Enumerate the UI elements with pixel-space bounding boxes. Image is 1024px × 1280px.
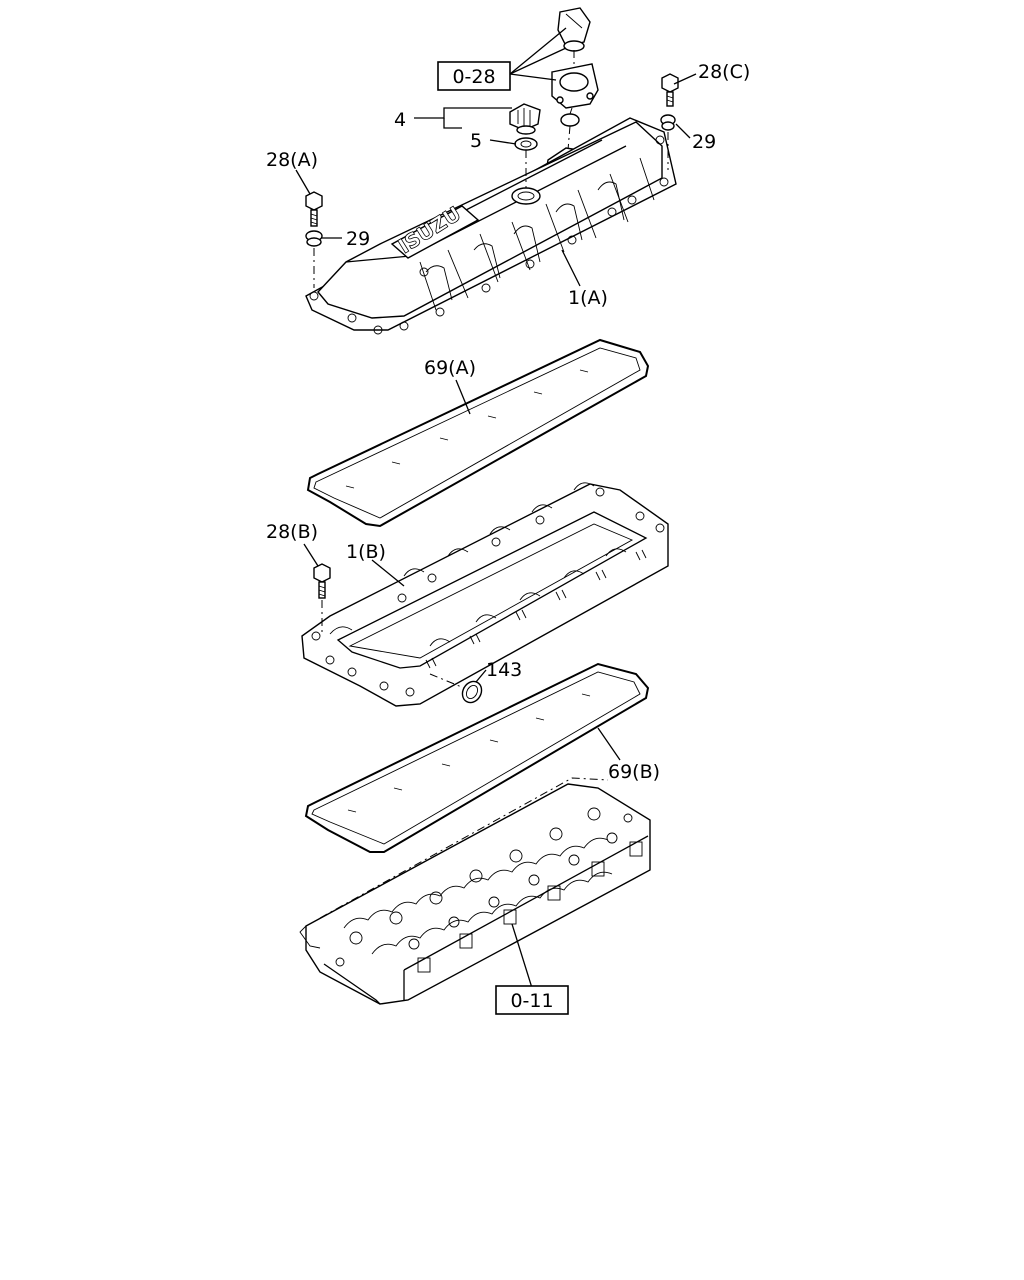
callout-69a: 69(A) bbox=[424, 357, 476, 379]
callout-5: 5 bbox=[470, 130, 482, 152]
gasket-69a bbox=[306, 338, 650, 528]
ref-box-top: 0-28 bbox=[437, 61, 511, 91]
bolt-28c bbox=[661, 73, 679, 107]
breather-assembly bbox=[551, 7, 599, 151]
callout-28b: 28(B) bbox=[266, 521, 318, 543]
gasket-69b bbox=[304, 662, 650, 853]
callout-4: 4 bbox=[394, 109, 406, 131]
bolt-28b bbox=[313, 563, 331, 599]
callout-29-right: 29 bbox=[692, 131, 716, 153]
cylinder-head-cover bbox=[305, 117, 677, 335]
oil-filler-cap bbox=[509, 103, 541, 135]
washer-29-left bbox=[305, 230, 323, 247]
bolt-28a bbox=[305, 191, 323, 227]
cylinder-head bbox=[299, 777, 651, 1005]
oil-cap-gasket bbox=[514, 137, 538, 151]
callout-29-left: 29 bbox=[346, 228, 370, 250]
ref-label-bottom: 0-11 bbox=[510, 990, 553, 1012]
callout-28c: 28(C) bbox=[698, 61, 750, 83]
seal-143 bbox=[461, 680, 483, 704]
cam-carrier-1b bbox=[301, 482, 669, 707]
ref-label-top: 0-28 bbox=[452, 66, 495, 88]
callout-28a: 28(A) bbox=[266, 149, 318, 171]
ref-box-bottom: 0-11 bbox=[495, 985, 569, 1015]
callout-143: 143 bbox=[486, 659, 522, 681]
callout-1a: 1(A) bbox=[568, 287, 608, 309]
callout-1b: 1(B) bbox=[346, 541, 386, 563]
washer-29-right bbox=[660, 114, 676, 131]
leader-lines bbox=[295, 27, 697, 989]
callout-69b: 69(B) bbox=[608, 761, 660, 783]
